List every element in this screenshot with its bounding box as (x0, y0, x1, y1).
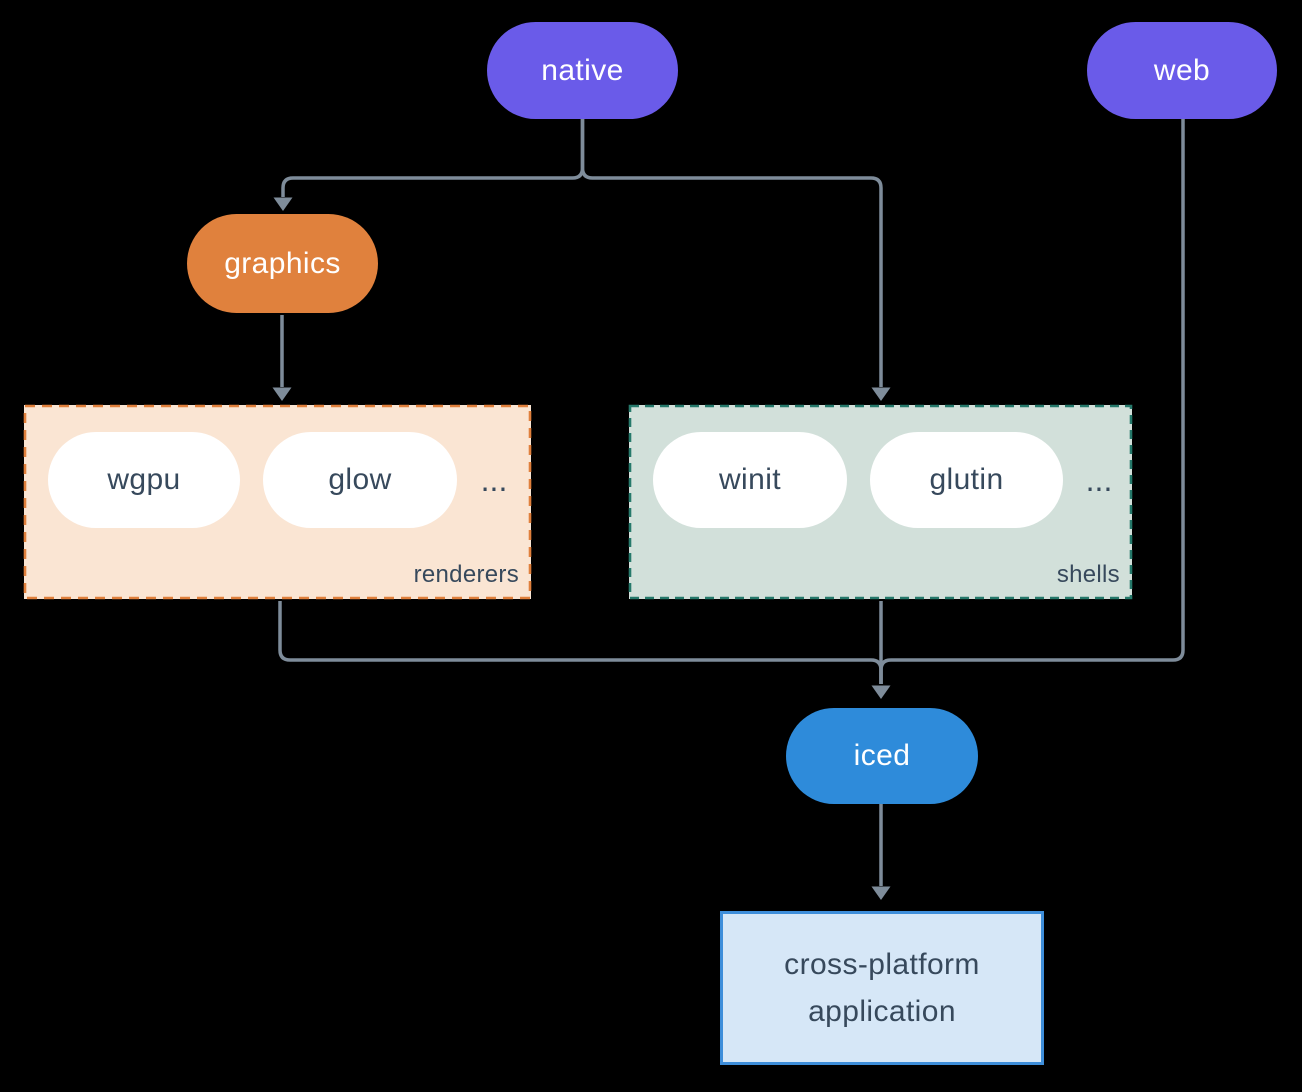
arrowhead-into-shells (871, 387, 891, 401)
wgpu-label: wgpu (107, 463, 181, 496)
edge-native-shells (580, 119, 883, 387)
native-label: native (541, 53, 624, 87)
web-label: web (1153, 53, 1211, 87)
arrowhead-into-graphics (273, 197, 293, 211)
node-native: native (487, 22, 678, 119)
arrowhead-into-iced (871, 685, 891, 699)
edge-native-graphics (281, 119, 585, 197)
winit-label: winit (718, 463, 781, 496)
node-iced: iced (786, 708, 978, 804)
renderers-group-label: renderers (413, 561, 519, 588)
arrowhead-into-application (871, 886, 891, 900)
edge-renderers-iced (278, 601, 883, 684)
edge-web-iced (879, 119, 1185, 684)
shells-group-label: shells (1056, 561, 1120, 588)
iced-label: iced (853, 739, 911, 772)
glutin-label: glutin (929, 463, 1004, 496)
renderers-group: wgpu glow ... renderers (24, 405, 531, 599)
graphics-label: graphics (224, 246, 341, 280)
node-wgpu: wgpu (48, 432, 240, 528)
application-label-line2: application (808, 995, 956, 1028)
shells-ellipsis: ... (1085, 461, 1113, 498)
shells-dashed-border (628, 404, 1133, 600)
node-winit: winit (653, 432, 847, 528)
node-glow: glow (263, 432, 457, 528)
node-glutin: glutin (870, 432, 1063, 528)
shells-group: winit glutin ... shells (629, 405, 1132, 599)
node-graphics: graphics (187, 214, 378, 313)
node-cross-platform-application: cross-platform application (720, 911, 1044, 1065)
renderers-dashed-border (23, 404, 532, 600)
node-web: web (1087, 22, 1277, 119)
glow-label: glow (328, 463, 392, 496)
application-label-line1: cross-platform (784, 948, 980, 981)
renderers-ellipsis: ... (480, 461, 508, 498)
arrowhead-into-renderers (272, 387, 292, 401)
